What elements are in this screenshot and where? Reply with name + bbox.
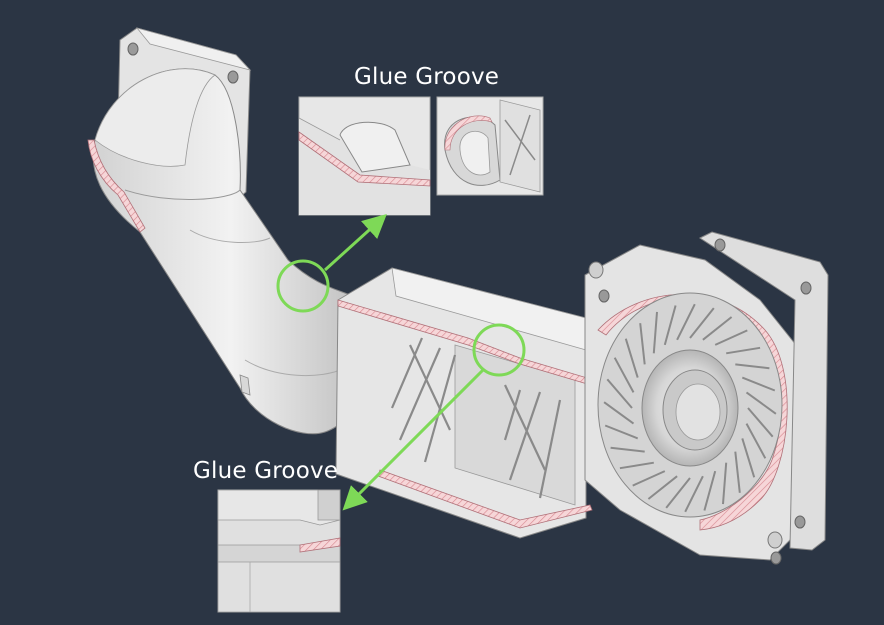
impeller-blade bbox=[663, 305, 677, 346]
callout-circle bbox=[472, 323, 526, 377]
impeller-blade bbox=[735, 363, 770, 370]
inset-bottom bbox=[217, 489, 341, 613]
impeller-blade bbox=[684, 475, 704, 513]
bolt-hole bbox=[227, 70, 239, 84]
impeller-blade bbox=[613, 357, 635, 393]
impeller-blade bbox=[734, 451, 741, 493]
impeller-blade bbox=[745, 391, 777, 415]
bolt-hole bbox=[598, 289, 610, 303]
bolt-hole bbox=[127, 42, 139, 56]
impeller-blade bbox=[647, 475, 678, 500]
impeller-blade bbox=[702, 316, 733, 341]
impeller-blade bbox=[714, 329, 748, 346]
inset-top-right bbox=[436, 96, 544, 196]
impeller-blades bbox=[603, 303, 777, 513]
blower-housing bbox=[584, 231, 829, 565]
impeller-blade bbox=[741, 376, 776, 392]
impeller-blade bbox=[610, 446, 645, 453]
impeller-blade bbox=[652, 311, 658, 354]
impeller-blade bbox=[726, 346, 761, 355]
impeller-blade bbox=[703, 470, 717, 511]
callout-arrow bbox=[323, 213, 387, 272]
impeller-blade bbox=[689, 307, 715, 339]
impeller-blade bbox=[722, 462, 728, 505]
bolt-hole bbox=[800, 281, 812, 295]
glue-groove-label-top: Glue Groove bbox=[354, 64, 500, 90]
callout-top bbox=[276, 213, 387, 313]
impeller-blade bbox=[745, 423, 767, 459]
impeller-blade bbox=[603, 401, 635, 425]
impeller-blade bbox=[632, 470, 666, 487]
impeller-blade bbox=[624, 338, 639, 378]
callout-circle bbox=[276, 259, 330, 313]
callout-bottom bbox=[342, 323, 526, 511]
impeller-blade bbox=[665, 477, 691, 509]
impeller-blade bbox=[741, 438, 756, 478]
impeller-blade bbox=[639, 323, 646, 365]
glue-groove-label-bottom: Glue Groove bbox=[193, 458, 339, 484]
callout-arrow bbox=[342, 368, 485, 511]
impeller-blade bbox=[604, 424, 639, 440]
impeller-blade bbox=[747, 407, 774, 438]
bolt-hole bbox=[770, 551, 782, 565]
inset-top-left bbox=[298, 96, 431, 216]
impeller-blade bbox=[676, 303, 696, 341]
middle-duct bbox=[335, 267, 595, 539]
bolt-hole bbox=[794, 515, 806, 529]
impeller-blade bbox=[606, 378, 633, 409]
impeller-blade bbox=[619, 461, 654, 470]
bolt-hole bbox=[714, 238, 726, 252]
intake-pipe bbox=[87, 68, 369, 435]
